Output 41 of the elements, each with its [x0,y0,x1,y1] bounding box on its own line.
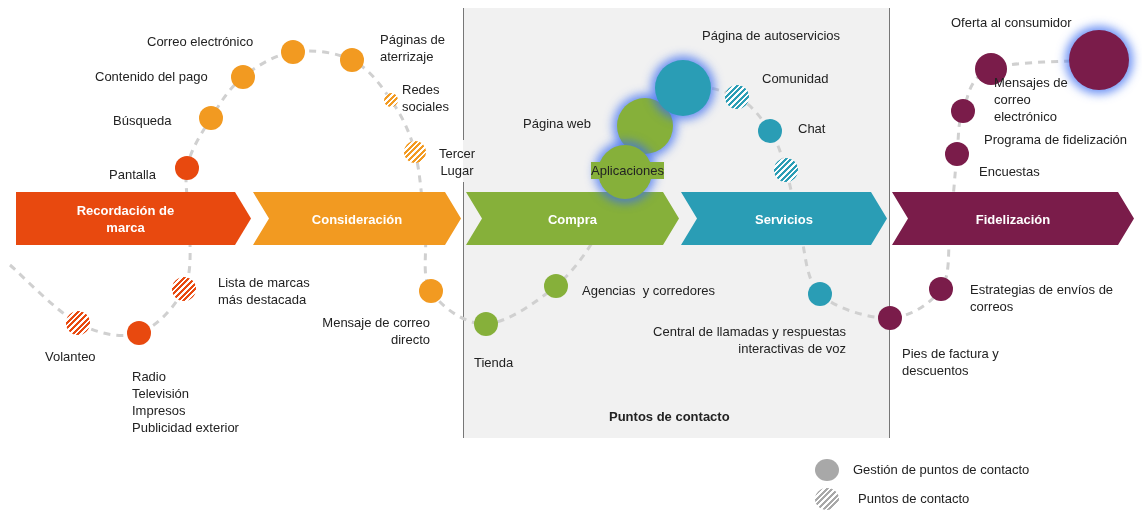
legend-label: Gestión de puntos de contacto [853,461,1030,478]
touchpoint-label: Pies de factura y descuentos [902,345,1000,379]
touchpoint-label: Contenido del pago [95,68,208,85]
touchpoint-label: Oferta al consumidor [951,14,1072,31]
touchpoint-label: Aplicaciones [591,162,664,179]
touchpoint-label: Página web [523,115,591,132]
stage-banner [466,192,679,245]
touchpoint-label: Volanteo [45,348,96,365]
touchpoint-label: Encuestas [979,163,1040,180]
stage-banner [892,192,1134,245]
touchpoint-label: Correo electrónico [147,33,254,50]
stage-label: Fidelización [974,210,1052,227]
touchpoint-label: Agencias y corredores [582,282,715,299]
stage-label: Recordación de marca [75,201,176,236]
touchpoint-label: Página de autoservicios [702,27,841,44]
touchpoint-label: Televisión [132,385,191,402]
stage-banner [253,192,461,245]
touchpoint-label: Pantalla [109,166,156,183]
touchpoint-label: Publicidad exterior [132,419,239,436]
touchpoint-label: Radio [132,368,167,385]
touchpoint-label: Mensajes de correo electrónico [994,74,1069,125]
touchpoint-label: Programa de fidelización [984,131,1128,148]
touchpoint-label: Páginas de aterrizaje [380,31,447,65]
touchpoint-label: Mensaje de correo directo [322,314,430,348]
stage-label: Consideración [310,210,404,227]
stage-label: Servicios [754,210,814,227]
touchpoint-label: Estrategias de envíos de correos [970,281,1115,315]
touchpoint-label: Redes sociales [402,81,450,115]
touchpoint-label: Tercer Lugar [437,145,477,179]
stage-label: Compra [546,210,599,227]
touchpoint-label: Comunidad [762,70,829,87]
touchpoint-label: Impresos [132,402,187,419]
touchpoint-label: Central de llamadas y respuestas interactivas de voz [652,323,846,357]
stage-banner [681,192,887,245]
stage-banner [16,192,251,245]
legend-label: Puntos de contacto [858,490,970,507]
touchpoint-label: Lista de marcas más destacada [218,274,311,308]
panel-title: Puntos de contacto [609,408,730,425]
touchpoint-label: Chat [798,120,826,137]
touchpoint-label: Tienda [474,354,514,371]
touchpoint-label: Búsqueda [113,112,172,129]
